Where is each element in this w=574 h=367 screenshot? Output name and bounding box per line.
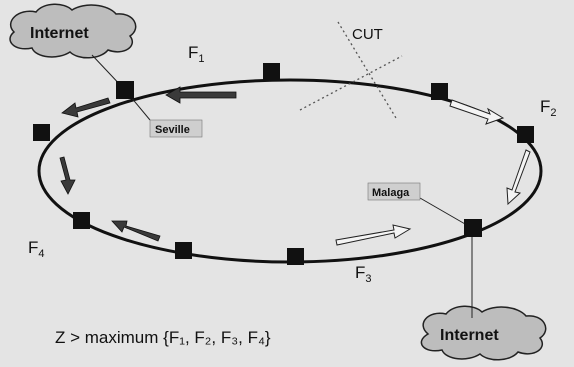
f3-label: F3 — [355, 263, 372, 285]
malaga-label: Malaga — [372, 187, 410, 199]
f4-arrow-left — [59, 156, 76, 195]
node-seville — [116, 81, 134, 99]
ring-nodes — [33, 63, 534, 265]
node-bottom-left — [175, 242, 192, 259]
internet-cloud-top-left — [9, 3, 137, 59]
capacity-formula: Z > maximum {F₁, F₂, F₃, F₄} — [55, 328, 271, 347]
f1-arrow-left-upper — [61, 97, 111, 118]
f3-arrow-bottom — [335, 224, 412, 246]
node-malaga — [464, 219, 482, 237]
node-top-right — [431, 83, 448, 100]
f2-arrow-right — [506, 149, 531, 206]
node-bottom — [287, 248, 304, 265]
f4-label: F4 — [28, 238, 45, 260]
cut-label: CUT — [352, 26, 383, 43]
node-right — [517, 126, 534, 143]
flow-f3-arrows — [335, 224, 412, 246]
seville-box — [149, 119, 203, 138]
seville-label: Seville — [155, 124, 190, 136]
flow-f4-arrows — [59, 156, 161, 242]
node-left — [33, 124, 50, 141]
connector-malaga-label — [419, 197, 473, 229]
f1-arrow-top — [165, 86, 237, 104]
internet-label-bottom-right: Internet — [440, 327, 499, 344]
node-lower-left — [73, 212, 90, 229]
internet-label-top-left: Internet — [30, 25, 89, 42]
internet-cloud-bottom-right — [420, 305, 547, 361]
f2-arrow-upper-right — [449, 99, 505, 125]
flow-f2-arrows — [449, 99, 531, 206]
f4-arrow-bottom-left — [111, 220, 161, 242]
f1-label: F1 — [188, 43, 205, 65]
flow-f1-arrows — [61, 86, 237, 118]
f2-label: F2 — [540, 97, 557, 119]
node-top — [263, 63, 280, 80]
cut-marker — [299, 21, 403, 119]
malaga-box — [367, 182, 421, 201]
